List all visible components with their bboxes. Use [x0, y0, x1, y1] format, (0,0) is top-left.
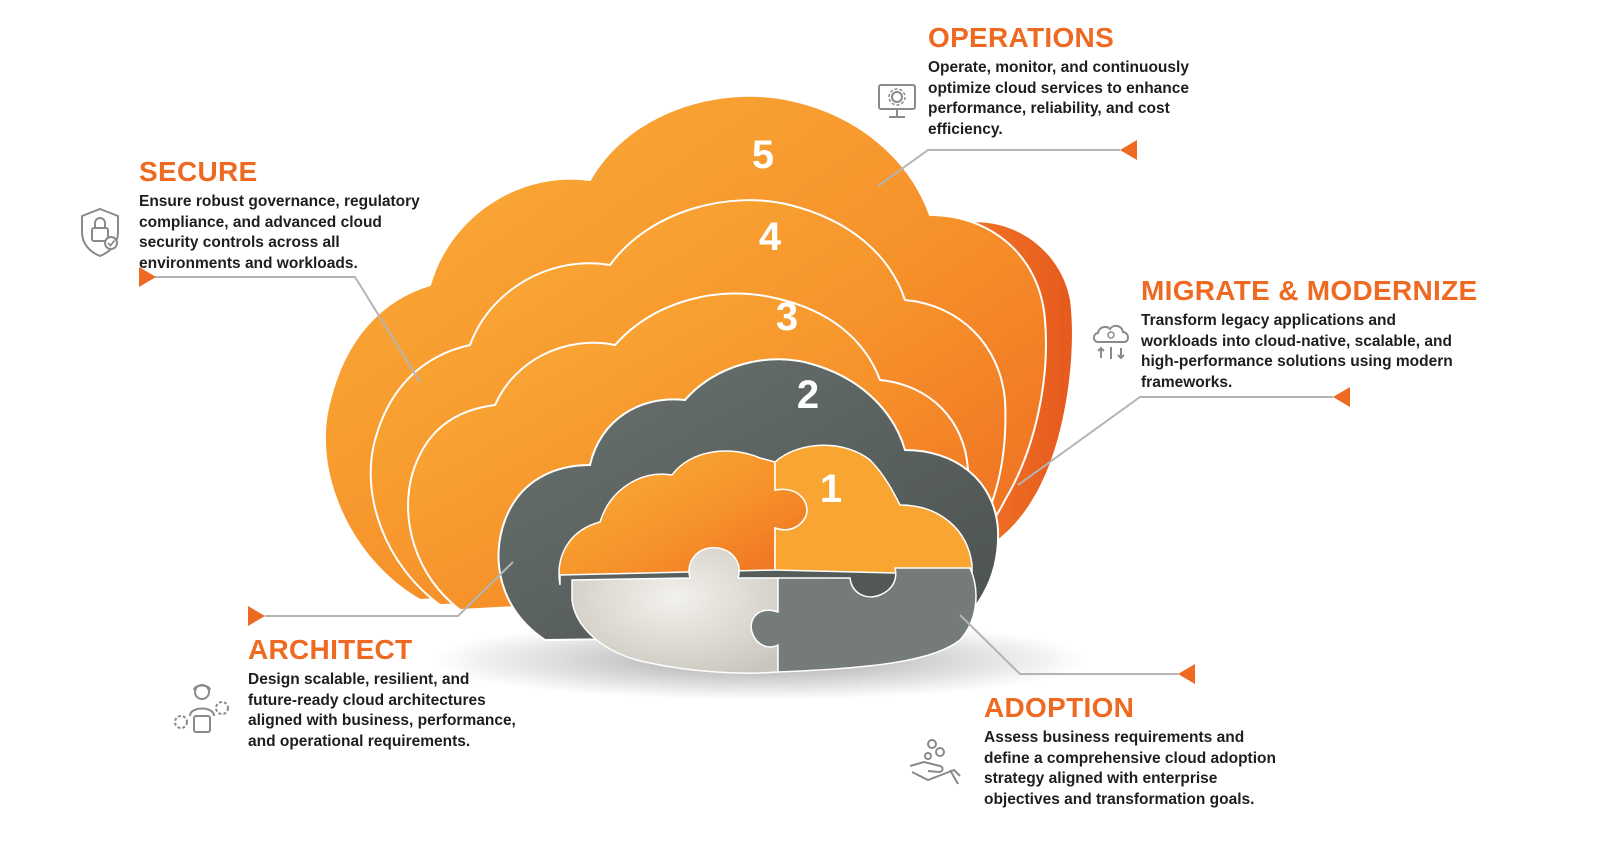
desc-line: compliance, and advanced cloud — [139, 213, 382, 231]
engineer-gear-icon — [174, 684, 229, 733]
desc-line: strategy aligned with enterprise — [984, 770, 1218, 787]
desc-line: Assess business requirements and — [984, 729, 1245, 746]
desc-line: Operate, monitor, and continuously — [928, 59, 1189, 76]
puzzle-piece-bottom-right — [750, 567, 977, 673]
connector-secure — [139, 267, 421, 383]
stage-title-architect: ARCHITECT — [248, 634, 413, 665]
desc-line: security controls across all — [139, 234, 340, 251]
stage-title-operations: OPERATIONS — [928, 22, 1115, 53]
stage-migrate: MIGRATE & MODERNIZE Transform legacy app… — [1141, 277, 1541, 393]
desc-line: environments and workloads. — [139, 254, 358, 272]
stage-title-secure: SECURE — [139, 156, 258, 187]
layer-number-1: 1 — [820, 467, 842, 511]
desc-line: high-performance solutions using modern — [1141, 353, 1453, 370]
stage-architect: ARCHITECT Design scalable, resilient, an… — [248, 636, 588, 752]
shield-lock-icon — [81, 207, 119, 258]
desc-line: define a comprehensive cloud adoption — [984, 749, 1276, 767]
desc-line: frameworks. — [1141, 373, 1233, 391]
puzzle-piece-top-right — [774, 444, 973, 576]
hand-coins-icon — [909, 739, 961, 785]
connector-architect — [248, 561, 514, 626]
layer-number-5: 5 — [752, 133, 774, 177]
stage-secure: SECURE Ensure robust governance, regulat… — [139, 158, 479, 274]
cloud-layer-1 — [558, 444, 977, 674]
desc-line: workloads into cloud-native, scalable, a… — [1141, 332, 1452, 350]
desc-line: and operational requirements. — [248, 732, 471, 750]
stage-desc-adoption: Assess business requirements and define … — [984, 728, 1344, 810]
connector-adoption — [959, 614, 1195, 684]
desc-line: Design scalable, resilient, and — [248, 671, 470, 688]
layer-number-2: 2 — [797, 373, 819, 417]
layer-number-4: 4 — [759, 215, 782, 259]
desc-line: Transform legacy applications and — [1141, 312, 1396, 329]
stage-desc-operations: Operate, monitor, and continuously optim… — [928, 58, 1268, 140]
connector-operations — [877, 140, 1137, 187]
layer-number-3: 3 — [776, 295, 798, 339]
desc-line: efficiency. — [928, 120, 1003, 138]
desc-line: optimize cloud services to enhance — [928, 79, 1189, 97]
stage-desc-migrate: Transform legacy applications and worklo… — [1141, 311, 1541, 393]
stage-adoption: ADOPTION Assess business requirements an… — [984, 694, 1344, 810]
desc-line: objectives and transformation goals. — [984, 790, 1255, 808]
desc-line: performance, reliability, and cost — [928, 100, 1170, 117]
stage-desc-architect: Design scalable, resilient, and future-r… — [248, 670, 588, 752]
stage-desc-secure: Ensure robust governance, regulatory com… — [139, 192, 479, 274]
stage-title-migrate: MIGRATE & MODERNIZE — [1141, 275, 1478, 306]
desc-line: Ensure robust governance, regulatory — [139, 193, 420, 210]
desc-line: aligned with business, performance, — [248, 712, 516, 729]
stage-operations: OPERATIONS Operate, monitor, and continu… — [928, 24, 1268, 140]
cloud-transfer-icon — [1092, 324, 1129, 360]
stage-title-adoption: ADOPTION — [984, 692, 1135, 723]
connector-migrate — [1017, 387, 1350, 486]
monitor-gear-icon — [878, 84, 916, 118]
desc-line: future-ready cloud architectures — [248, 691, 486, 709]
